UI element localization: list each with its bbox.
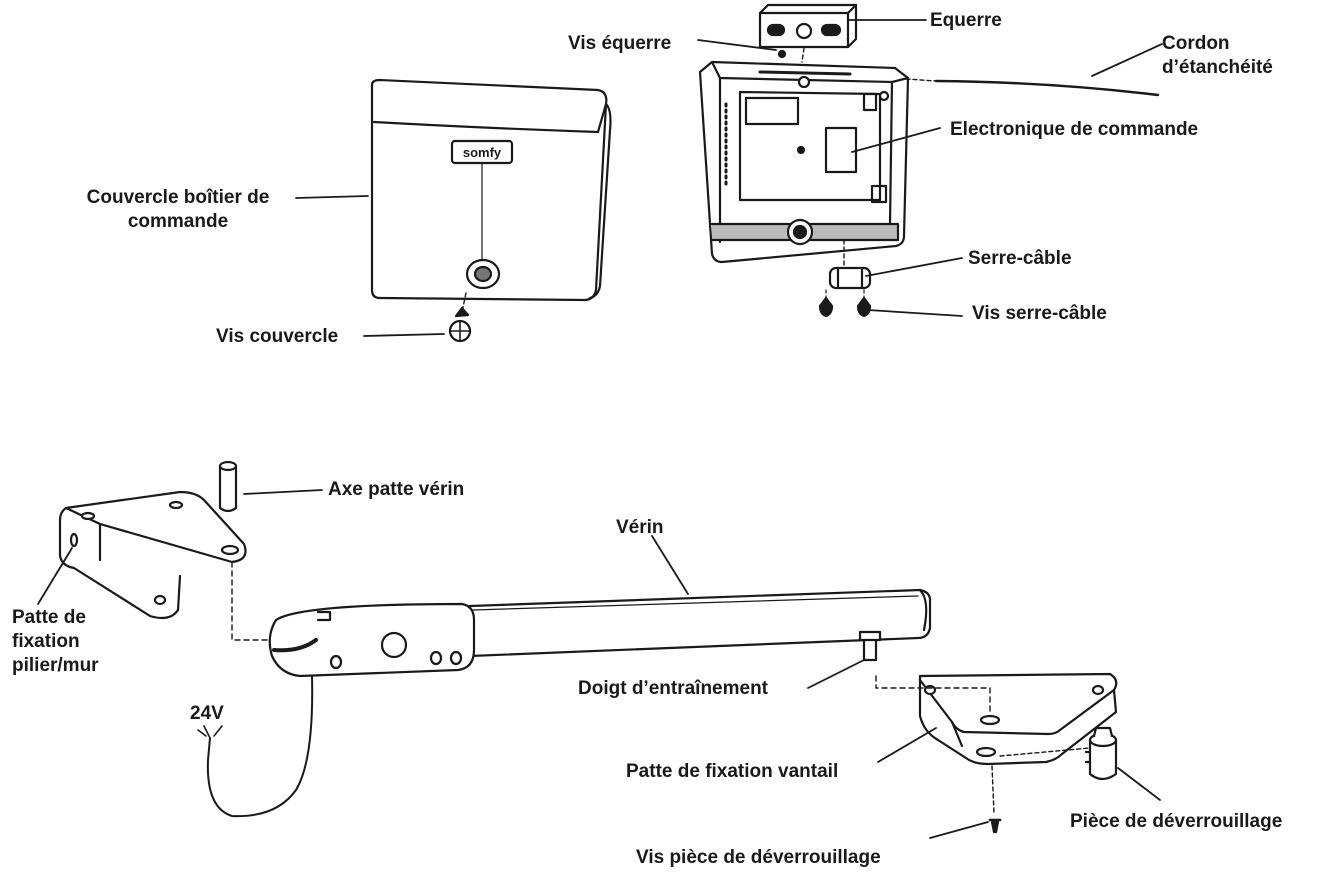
label-electronique: Electronique de commande bbox=[950, 119, 1199, 140]
leaf-bracket bbox=[875, 672, 1118, 815]
actuator bbox=[268, 588, 932, 678]
label-patte-pilier-3: pilier/mur bbox=[12, 655, 99, 676]
power-cable bbox=[197, 675, 314, 818]
unlock-screw bbox=[988, 818, 1002, 834]
label-voltage: 24V bbox=[190, 703, 224, 724]
label-patte-vantail: Patte de fixation vantail bbox=[626, 761, 839, 782]
seal-cord bbox=[905, 78, 1160, 97]
label-piece-deverrouillage: Pièce de déverrouillage bbox=[1070, 811, 1283, 832]
label-cordon-1: Cordon bbox=[1162, 33, 1230, 54]
label-equerre: Equerre bbox=[930, 10, 1002, 31]
label-cordon-2: d’étanchéité bbox=[1162, 57, 1273, 78]
actuator-pin bbox=[218, 460, 238, 513]
cable-clamp bbox=[818, 239, 872, 318]
label-vis-couvercle: Vis couvercle bbox=[216, 326, 339, 347]
pillar-wall-bracket bbox=[58, 490, 275, 641]
label-couvercle: Couvercle boîtier de commande bbox=[86, 187, 270, 232]
unlock-part bbox=[1084, 726, 1118, 781]
bracket bbox=[758, 3, 858, 63]
leader-lines bbox=[37, 19, 1163, 839]
label-vis-equerre: Vis équerre bbox=[568, 33, 672, 54]
label-serre-cable: Serre-câble bbox=[968, 248, 1072, 269]
label-vis-serre-cable: Vis serre-câble bbox=[972, 303, 1107, 324]
label-doigt: Doigt d’entraînement bbox=[578, 678, 769, 699]
label-vis-piece: Vis pièce de déverrouillage bbox=[636, 847, 881, 868]
label-verin: Vérin bbox=[616, 517, 664, 538]
label-axe-patte: Axe patte vérin bbox=[328, 479, 465, 500]
control-box-cover bbox=[370, 78, 612, 343]
label-patte-pilier-2: fixation bbox=[12, 631, 80, 652]
brand-logo: somfy bbox=[463, 145, 502, 160]
label-patte-pilier-1: Patte de bbox=[12, 607, 86, 628]
control-box-base bbox=[698, 49, 910, 264]
